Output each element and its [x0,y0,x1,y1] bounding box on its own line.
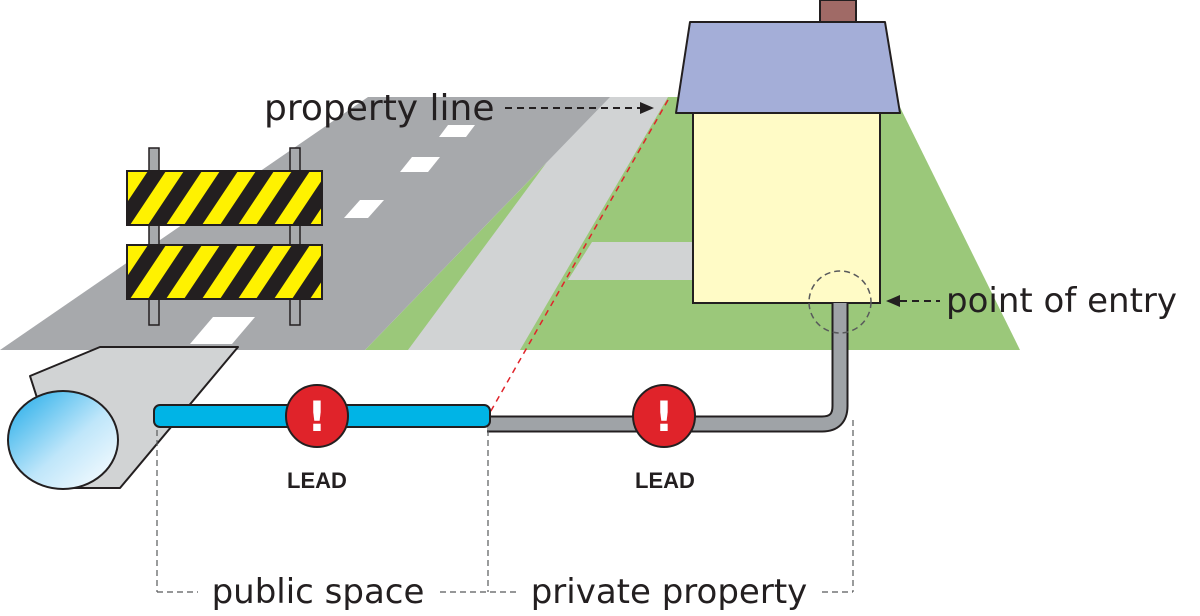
property-line-label: property line [264,88,495,129]
house [675,0,901,304]
water-main [7,346,239,490]
road-barricade [126,147,323,326]
lead-label-private: LEAD [635,468,695,493]
svg-text:!: ! [307,392,326,441]
property-line-marker [487,99,669,417]
point-of-entry-arrow [886,295,940,307]
sidewalk [408,97,668,350]
lead-label-public: LEAD [287,468,347,493]
walkway [568,242,700,280]
point-of-entry-marker [808,270,872,334]
property-line-arrow [505,102,654,114]
svg-text:!: ! [654,392,673,441]
public-space-label: public space [212,572,425,612]
point-of-entry-label: point of entry [946,281,1177,321]
warning-icon-public: ! [285,384,349,448]
private-property-label: private property [531,572,808,612]
lane-markings [190,125,475,344]
dimension-lines [156,420,854,593]
service-line-private [487,303,849,433]
warning-icon-private: ! [632,384,696,448]
